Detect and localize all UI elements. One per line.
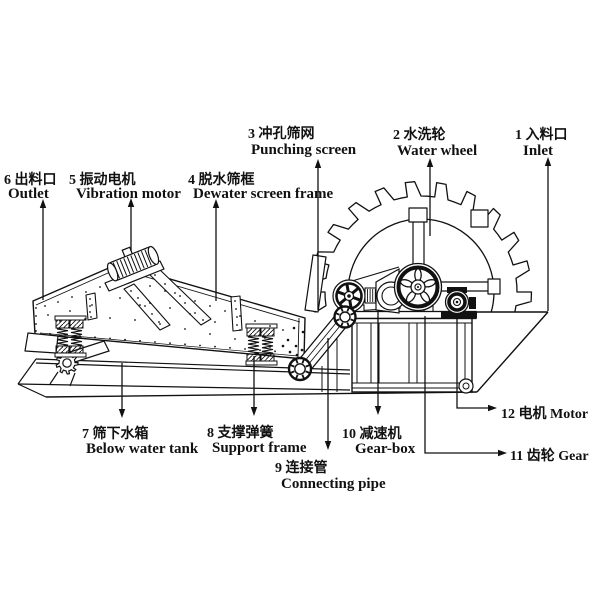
label-water-wheel-cn: 2 水洗轮 [393, 126, 446, 143]
label-dewater-screen-frame-cn: 4 脱水筛框 [188, 171, 255, 188]
leader-arrows [39, 157, 552, 457]
label-gear-box-en: Gear-box [355, 441, 416, 457]
label-inlet-cn: 1 入料口 [515, 126, 568, 143]
label-vibration-motor-cn: 5 振动电机 [69, 171, 136, 188]
label-outlet-en: Outlet [8, 186, 49, 202]
wheel-support-leg [304, 254, 327, 313]
pipe-flange-upper [333, 305, 357, 329]
stand-foot-wheel [458, 378, 474, 394]
pipe-flange-lower [287, 356, 313, 382]
dewater-screen-frame [24, 260, 306, 360]
tank-slant-edge [476, 311, 549, 393]
label-punching-screen-cn: 3 冲孔筛网 [248, 125, 315, 142]
electric-motor [441, 287, 477, 318]
label-vibration-motor-en: Vibration motor [76, 186, 181, 202]
screen-rib-1 [123, 283, 171, 331]
vibration-motor [106, 245, 160, 282]
label-punching-screen-en: Punching screen [251, 142, 357, 158]
label-gear: 11 齿轮 Gear [510, 447, 589, 464]
punching-screen-holes [35, 274, 305, 357]
label-support-frame-cn: 8 支撑弹簧 [207, 424, 274, 441]
stand-frame [351, 317, 473, 393]
label-connecting-pipe-en: Connecting pipe [281, 476, 386, 492]
wheel-arm-cap-right [487, 278, 501, 295]
big-gear [393, 262, 443, 312]
label-dewater-screen-frame-en: Dewater screen frame [193, 186, 334, 202]
label-outlet-cn: 6 出料口 [4, 171, 57, 188]
wheel-arm-cap-top [408, 207, 428, 223]
drive-and-stand [321, 262, 549, 394]
screen-strap-right [230, 295, 243, 332]
tank-bottom-line [45, 391, 478, 398]
wheel-rim-tab [470, 209, 489, 228]
label-gear-box-cn: 10 减速机 [342, 425, 402, 442]
labels: 1 入料口 Inlet 2 水洗轮 Water wheel 3 冲孔筛网 Pun… [4, 125, 589, 492]
label-below-water-tank-en: Below water tank [86, 441, 199, 457]
outlet-chute [24, 332, 59, 354]
label-inlet-en: Inlet [523, 143, 553, 159]
label-support-frame-en: Support frame [212, 440, 307, 456]
label-below-water-tank-cn: 7 筛下水箱 [82, 425, 149, 442]
screen-body [32, 263, 306, 360]
label-water-wheel-en: Water wheel [397, 143, 477, 159]
label-connecting-pipe-cn: 9 连接管 [275, 459, 328, 476]
screen-strap-left [85, 292, 98, 321]
label-motor: 12 电机 Motor [501, 405, 588, 422]
connecting-pipe [287, 305, 357, 382]
